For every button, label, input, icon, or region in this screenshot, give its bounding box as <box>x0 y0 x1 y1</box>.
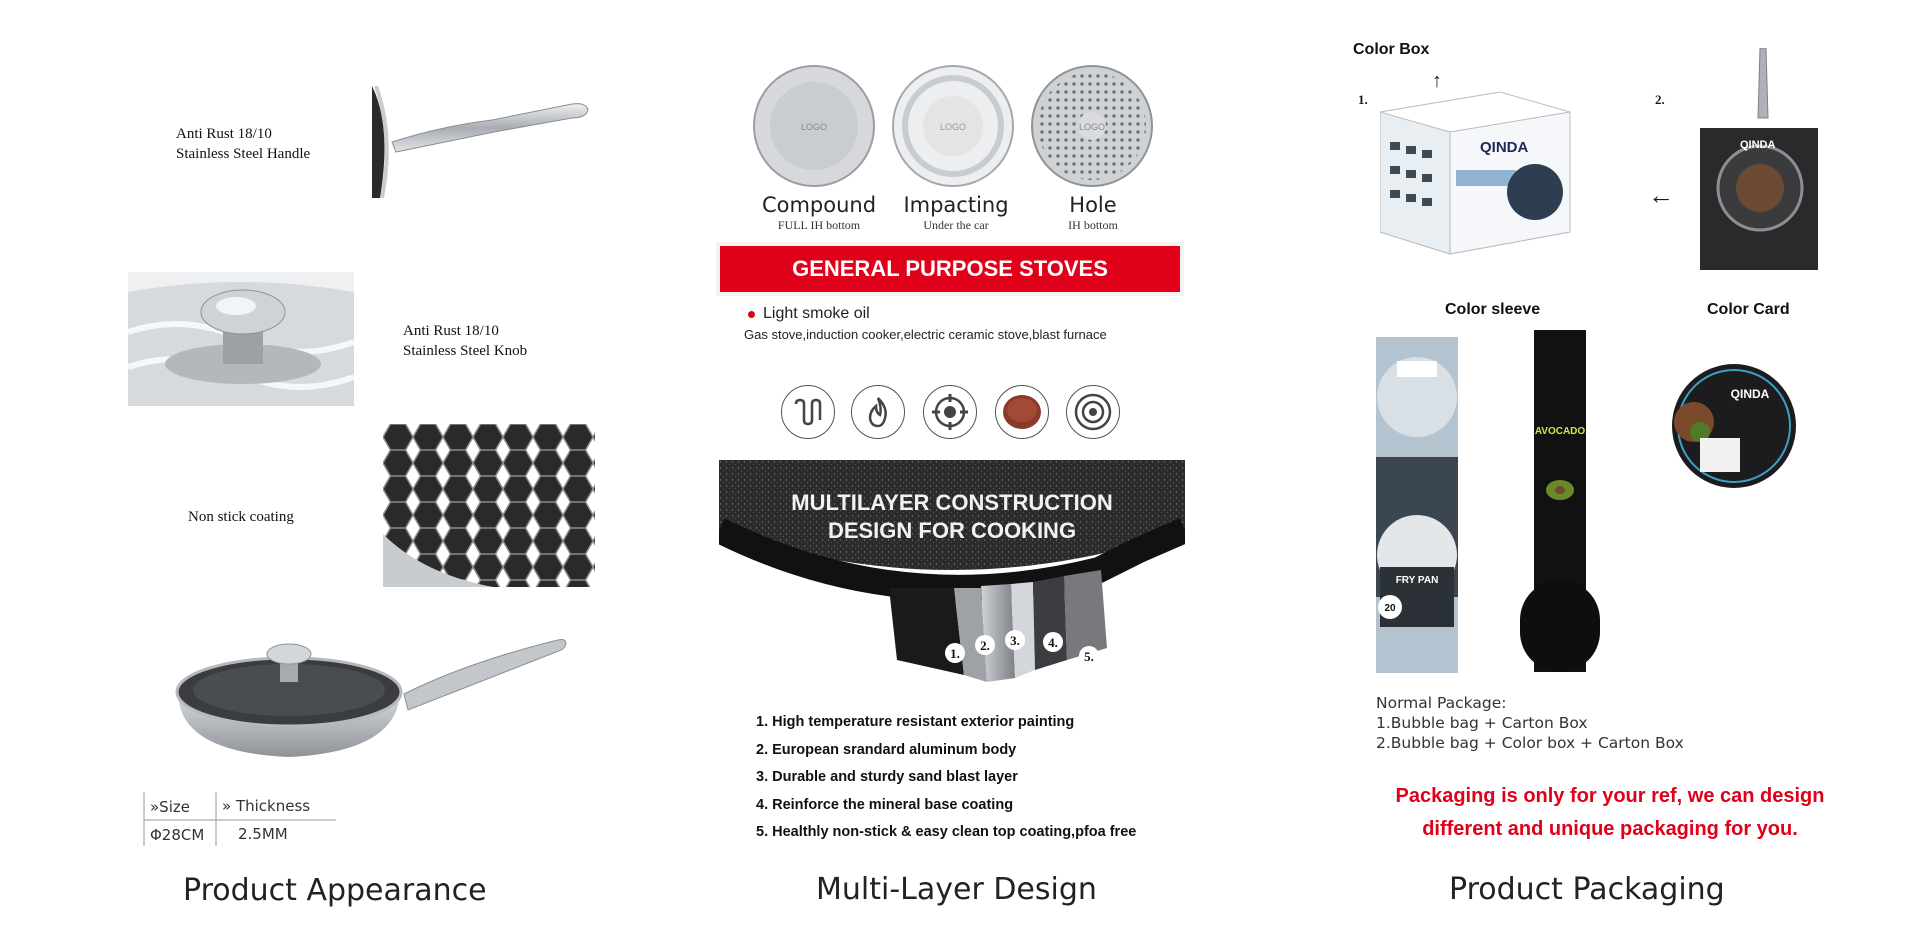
card-brand-text: QINDA <box>1740 139 1776 151</box>
color-card-heading: Color Card <box>1707 301 1790 318</box>
layer-number-4: 4. <box>1048 635 1058 650</box>
feature-item: 4. Reinforce the mineral base coating <box>756 796 1014 813</box>
feature-item: 2. European srandard aluminum body <box>756 741 1017 758</box>
stoves-banner: GENERAL PURPOSE STOVES <box>720 246 1180 292</box>
compound-name: Compound <box>761 193 877 217</box>
bullet-icon <box>748 310 755 318</box>
normal-package-block: Normal Package: 1.Bubble bag + Carton Bo… <box>1376 693 1684 753</box>
coating-image <box>383 424 595 587</box>
svg-text:LOGO: LOGO <box>1079 122 1105 132</box>
compound-caption: Compound FULL IH bottom <box>754 193 884 233</box>
multilayer-construction-panel: MULTILAYER CONSTRUCTION DESIGN FOR COOKI… <box>719 460 1185 695</box>
box-brand-text: QINDA <box>1480 139 1529 156</box>
color-sleeve-heading: Color sleeve <box>1445 301 1541 318</box>
color-card-pack-image: QINDA <box>1700 47 1820 275</box>
normal-package-heading: Normal Package: <box>1376 694 1507 712</box>
knob-label: Anti Rust 18/10 Stainless Steel Knob <box>403 321 527 361</box>
layer-number-1: 1. <box>950 646 960 661</box>
feature-item: 1. High temperature resistant exterior p… <box>756 714 1075 730</box>
sleeve-image-1: FRY PAN 20 <box>1372 337 1462 678</box>
handle-image <box>372 86 590 198</box>
sleeve-text-frypan: FRY PAN <box>1396 575 1439 586</box>
num-1: 1. <box>1358 92 1368 107</box>
construction-title-line2: DESIGN FOR COOKING <box>828 518 1076 543</box>
handle-label-line1: Anti Rust 18/10 <box>176 126 272 142</box>
coating-label: Non stick coating <box>188 509 294 525</box>
package-option-1: 1.Bubble bag + Carton Box <box>1376 714 1588 732</box>
ref-note-line2: different and unique packaging for you. <box>1422 818 1798 840</box>
color-card-image: QINDA <box>1670 362 1798 495</box>
ceramic-plate-icon <box>995 385 1049 439</box>
feature-item: 3. Durable and sturdy sand blast layer <box>756 769 1018 785</box>
pan-image <box>168 632 568 767</box>
oil-text: Light smoke oil <box>763 305 870 322</box>
hole-disc-icon: LOGO <box>1031 65 1153 187</box>
sleeve-text-avocado: AVOCADO <box>1535 426 1586 437</box>
impacting-sub: Under the car <box>923 218 989 232</box>
bottom-impacting: LOGO <box>891 64 1015 193</box>
knob-label-line2: Stainless Steel Knob <box>403 343 528 359</box>
bottom-compound: LOGO <box>752 64 876 193</box>
hole-name: Hole <box>1069 193 1117 217</box>
knob-image <box>128 272 354 406</box>
compound-disc-icon: LOGO <box>753 65 875 187</box>
compound-sub: FULL IH bottom <box>777 218 861 232</box>
hole-sub: IH bottom <box>1068 218 1118 232</box>
handle-label: Anti Rust 18/10 Stainless Steel Handle <box>176 124 310 164</box>
coil-stove-icon <box>781 385 835 439</box>
induction-icon <box>1066 385 1120 439</box>
sleeve-image-2: AVOCADO <box>1520 330 1600 677</box>
layer-number-2: 2. <box>980 638 990 653</box>
handle-label-line2: Stainless Steel Handle <box>176 146 311 162</box>
num-2: 2. <box>1655 92 1665 107</box>
arrow-left-icon: ← <box>1648 180 1674 210</box>
thickness-header: » Thickness <box>222 797 311 815</box>
packaging-ref-note: Packaging is only for your ref, we can d… <box>1360 780 1860 846</box>
impacting-caption: Impacting Under the car <box>891 193 1021 233</box>
multilayer-title: Multi-Layer Design <box>816 872 1097 907</box>
knob-label-line1: Anti Rust 18/10 <box>403 323 499 339</box>
sleeve-size-badge: 20 <box>1384 603 1396 614</box>
impacting-disc-icon: LOGO <box>892 65 1014 187</box>
oil-line: Light smoke oil <box>748 305 870 323</box>
feature-list: 1. High temperature resistant exterior p… <box>756 714 1136 852</box>
svg-text:LOGO: LOGO <box>940 122 966 132</box>
appearance-title: Product Appearance <box>183 873 487 908</box>
size-header: »Size <box>150 798 190 816</box>
color-box-heading: Color Box <box>1353 41 1430 58</box>
ref-note-line1: Packaging is only for your ref, we can d… <box>1395 785 1825 807</box>
impacting-name: Impacting <box>903 193 1009 217</box>
packaging-title: Product Packaging <box>1449 872 1725 907</box>
card-brand-text-2: QINDA <box>1731 387 1770 401</box>
flame-icon <box>851 385 905 439</box>
layer-number-3: 3. <box>1010 633 1020 648</box>
size-value: Φ28CM <box>150 826 205 844</box>
feature-item: 5. Healthly non-stick & easy clean top c… <box>756 824 1137 840</box>
construction-title-line1: MULTILAYER CONSTRUCTION <box>791 490 1112 515</box>
bottom-hole: LOGO <box>1030 64 1154 193</box>
stoves-text: Gas stove,induction cooker,electric cera… <box>744 327 1107 342</box>
package-option-2: 2.Bubble bag + Color box + Carton Box <box>1376 734 1684 752</box>
hole-caption: Hole IH bottom <box>1028 193 1158 233</box>
layer-number-5: 5. <box>1084 649 1094 664</box>
thickness-value: 2.5MM <box>238 825 288 843</box>
arrow-up-icon: ↑ <box>1432 70 1442 92</box>
color-box-image: QINDA <box>1379 82 1580 262</box>
svg-text:LOGO: LOGO <box>801 122 827 132</box>
gas-burner-icon <box>923 385 977 439</box>
